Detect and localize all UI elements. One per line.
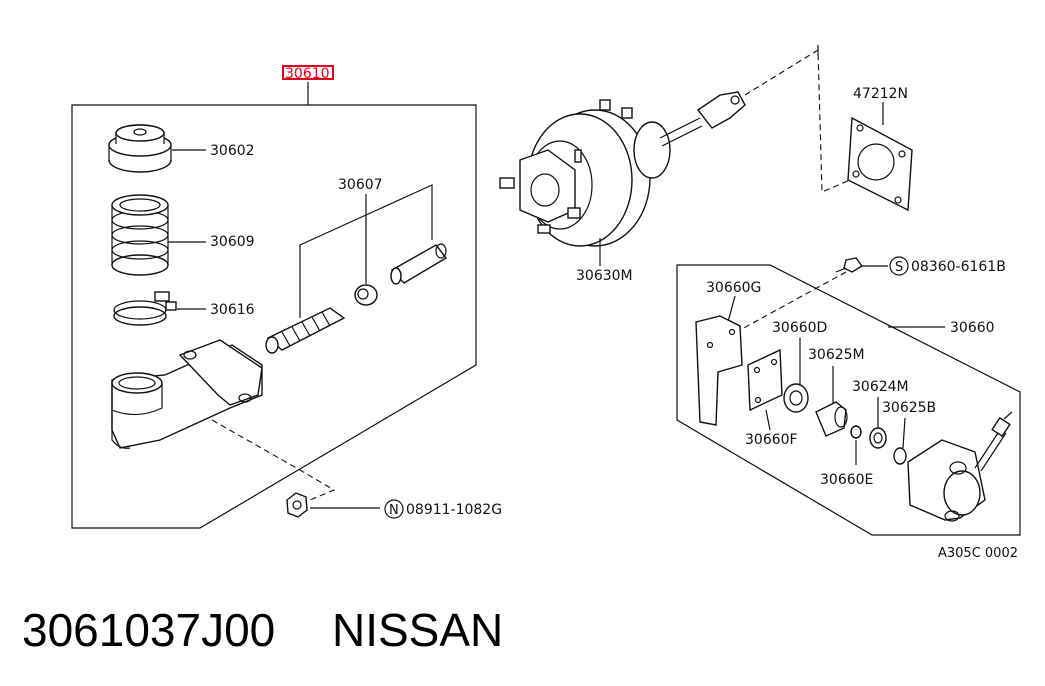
label-30609[interactable]: 30609 — [210, 234, 255, 250]
operating-cylinder-body — [907, 439, 986, 522]
label-30607[interactable]: 30607 — [338, 177, 383, 193]
figure-code: A305C 0002 — [938, 546, 1018, 561]
gasket-47212N — [847, 116, 913, 212]
dashed-guide-booster — [744, 49, 851, 193]
label-30624M[interactable]: 30624M — [852, 379, 909, 395]
push-rod — [390, 243, 448, 285]
part-number-caption: 3061037J00 — [22, 604, 275, 656]
highlight-box-30610 — [282, 65, 334, 80]
cylinder-body — [111, 339, 263, 449]
bracket-30660G — [695, 315, 743, 426]
piston-30625M — [815, 401, 848, 437]
label-30630M[interactable]: 30630M — [576, 268, 633, 284]
operating-cylinder-group: S 08360-6161B 30660G 30660 30660D 30625M — [676, 256, 1021, 536]
label-30660E[interactable]: 30660E — [820, 472, 873, 488]
label-47212N[interactable]: 47212N — [853, 86, 908, 102]
marker-S-text: S — [895, 260, 903, 275]
spring-piston — [265, 307, 346, 354]
brand-caption: NISSAN — [332, 604, 503, 656]
boot-30660D — [783, 383, 809, 413]
assembly-frame-right — [676, 264, 1021, 536]
marker-N-text: N — [389, 503, 399, 518]
bolt-08360 — [835, 257, 864, 273]
label-30660F[interactable]: 30660F — [745, 432, 798, 448]
dashed-guide-bolt — [739, 271, 847, 331]
label-30602[interactable]: 30602 — [210, 143, 255, 159]
brake-booster-30630M — [499, 91, 746, 266]
label-08911[interactable]: 08911-1082G — [406, 502, 502, 518]
leader-30660F — [765, 409, 771, 431]
label-30616[interactable]: 30616 — [210, 302, 255, 318]
marker-S — [889, 256, 909, 276]
reservoir-cap-30602 — [108, 124, 172, 173]
label-30660[interactable]: 30660 — [950, 320, 995, 336]
nut-08911 — [286, 492, 308, 518]
ring-30660E — [850, 425, 862, 439]
leader-30625B — [902, 417, 906, 449]
seal-30624M — [869, 427, 887, 449]
reservoir-30609 — [111, 194, 169, 276]
dashed-guide-nut — [211, 419, 336, 501]
clamp-30616 — [113, 291, 177, 326]
leader-30660G — [727, 295, 736, 323]
label-30625B[interactable]: 30625B — [882, 400, 936, 416]
seal-ring — [354, 284, 378, 306]
ring-30625B — [893, 447, 907, 465]
bleeder-screw — [974, 411, 1013, 472]
label-30660D[interactable]: 30660D — [772, 320, 827, 336]
marker-N — [384, 499, 404, 519]
label-08360[interactable]: 08360-6161B — [911, 259, 1006, 275]
label-30625M[interactable]: 30625M — [808, 347, 865, 363]
plate-30660F — [747, 348, 783, 412]
label-30610[interactable]: 30610 — [285, 66, 330, 82]
assembly-frame-left — [71, 104, 477, 529]
label-30660G[interactable]: 30660G — [706, 280, 761, 296]
master-cylinder-group: 30610 30602 — [71, 65, 502, 529]
